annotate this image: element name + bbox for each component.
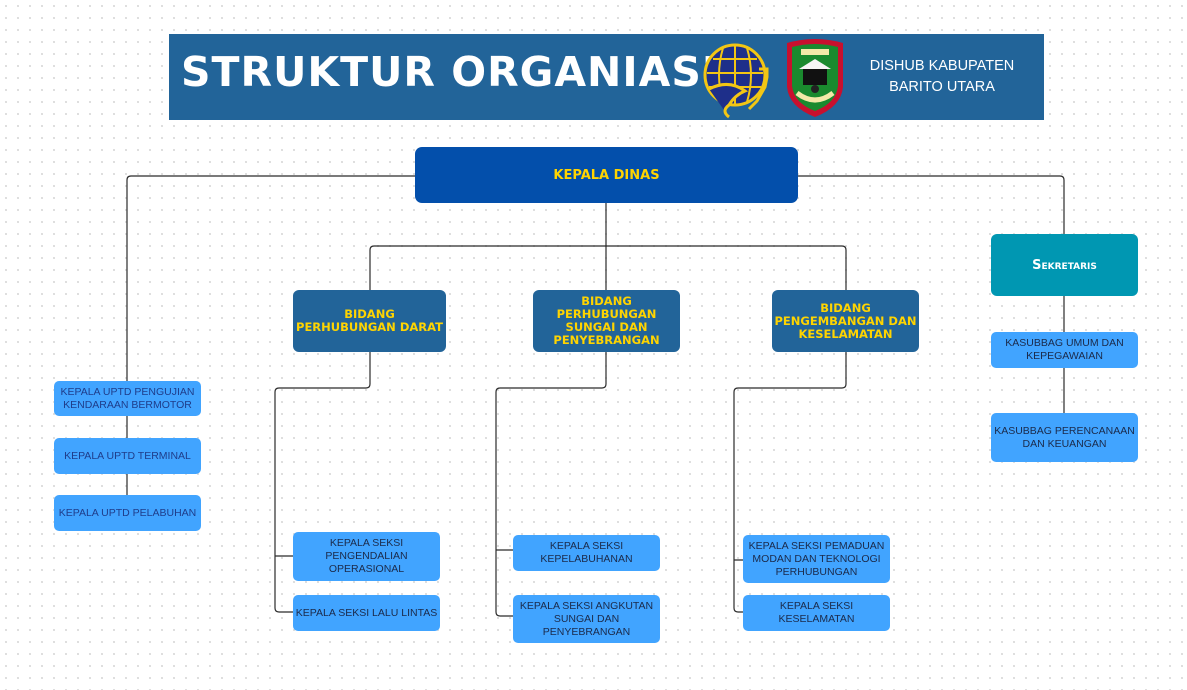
barito-utara-emblem-icon	[787, 39, 843, 117]
node-seksi-kepelabuhanan[interactable]: KEPALA SEKSI KEPELABUHANAN	[513, 535, 660, 571]
node-kepala-dinas[interactable]: KEPALA DINAS	[415, 147, 798, 203]
banner-subtitle-line2: BARITO UTARA	[889, 79, 995, 95]
connector-bidang3	[733, 352, 847, 613]
node-sekretaris[interactable]: Sekretaris	[991, 234, 1138, 296]
node-bidang-sungai[interactable]: BIDANG PERHUBUNGAN SUNGAI DAN PENYEBRANG…	[533, 290, 680, 352]
connector-head-uptd	[126, 175, 415, 381]
node-seksi-lalu-lintas[interactable]: KEPALA SEKSI LALU LINTAS	[293, 595, 440, 631]
node-seksi-keselamatan[interactable]: KEPALA SEKSI KESELAMATAN	[743, 595, 890, 631]
node-bidang-keselamatan[interactable]: BIDANG PENGEMBANGAN DAN KESELAMATAN	[772, 290, 919, 352]
node-seksi-pemaduan-moda[interactable]: KEPALA SEKSI PEMADUAN MODAN DAN TEKNOLOG…	[743, 535, 890, 583]
node-uptd-pelabuhan[interactable]: KEPALA UPTD PELABUHAN	[54, 495, 201, 531]
banner-subtitle-line1: DISHUB KABUPATEN	[869, 58, 1015, 74]
page-title: STRUKTUR ORGANIASI	[181, 48, 719, 96]
node-bidang-darat[interactable]: BIDANG PERHUBUNGAN DARAT	[293, 290, 446, 352]
node-seksi-angkutan-sungai[interactable]: KEPALA SEKSI ANGKUTAN SUNGAI DAN PENYEBR…	[513, 595, 660, 643]
connector-bidang2	[495, 352, 607, 617]
node-uptd-pengujian[interactable]: KEPALA UPTD PENGUJIAN KENDARAAN BERMOTOR	[54, 381, 201, 416]
header-banner: STRUKTUR ORGANIASI DISHUB KABUPATEN BARI…	[169, 34, 1044, 120]
kemenhub-logo-icon	[703, 43, 769, 119]
connector-head-bidang	[369, 203, 847, 290]
node-kasubbag-umum[interactable]: KASUBBAG UMUM DAN KEPEGAWAIAN	[991, 332, 1138, 368]
node-seksi-pengendalian[interactable]: KEPALA SEKSI PENGENDALIAN OPERASIONAL	[293, 532, 440, 581]
node-kasubbag-perencanaan[interactable]: KASUBBAG PERENCANAAN DAN KEUANGAN	[991, 413, 1138, 462]
connector-head-sekretaris	[798, 175, 1065, 234]
banner-subtitle: DISHUB KABUPATEN BARITO UTARA	[855, 56, 1029, 98]
node-uptd-terminal[interactable]: KEPALA UPTD TERMINAL	[54, 438, 201, 474]
connector-bidang1	[274, 352, 371, 613]
